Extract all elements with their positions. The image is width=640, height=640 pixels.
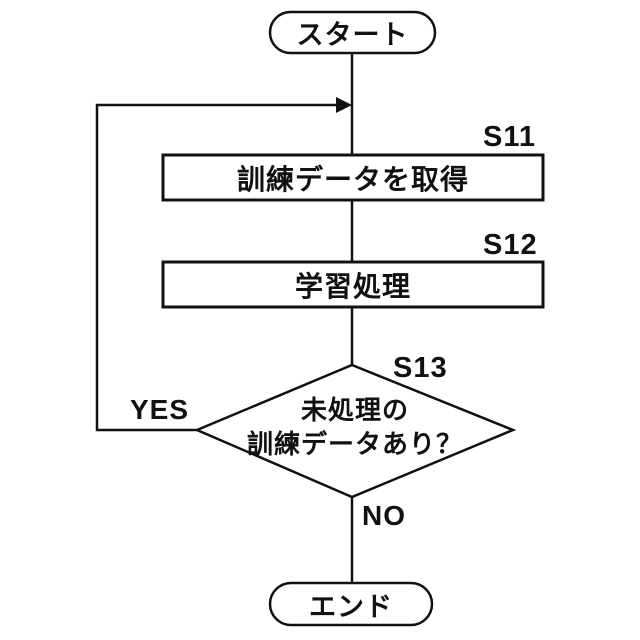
decision-s13-label: 未処理の 訓練データあり？	[197, 393, 513, 461]
process-s12-shape	[161, 260, 545, 309]
edge-yes-loopback	[95, 103, 338, 432]
decision-s13-shape	[193, 363, 517, 499]
branch-yes-label: YES	[130, 394, 190, 425]
start-terminal-shape	[268, 10, 437, 55]
process-s11-label: 訓練データを取得	[236, 163, 469, 195]
step-tag-s11: S11	[483, 121, 536, 153]
decision-s13-label-line1: 未処理の	[300, 395, 409, 425]
end-terminal-label: エンド	[309, 591, 393, 622]
process-s11-shape	[161, 153, 545, 202]
step-tag-s13: S13	[393, 352, 448, 384]
decision-s13-label-line2: 訓練データあり？	[246, 429, 463, 459]
start-terminal-label: スタート	[296, 20, 409, 50]
arrowhead-loopback	[336, 97, 352, 113]
process-s12-label: 学習処理	[294, 270, 411, 302]
step-tag-s12: S12	[483, 229, 538, 261]
branch-no-label: NO	[362, 500, 406, 531]
end-terminal-shape	[268, 581, 434, 627]
